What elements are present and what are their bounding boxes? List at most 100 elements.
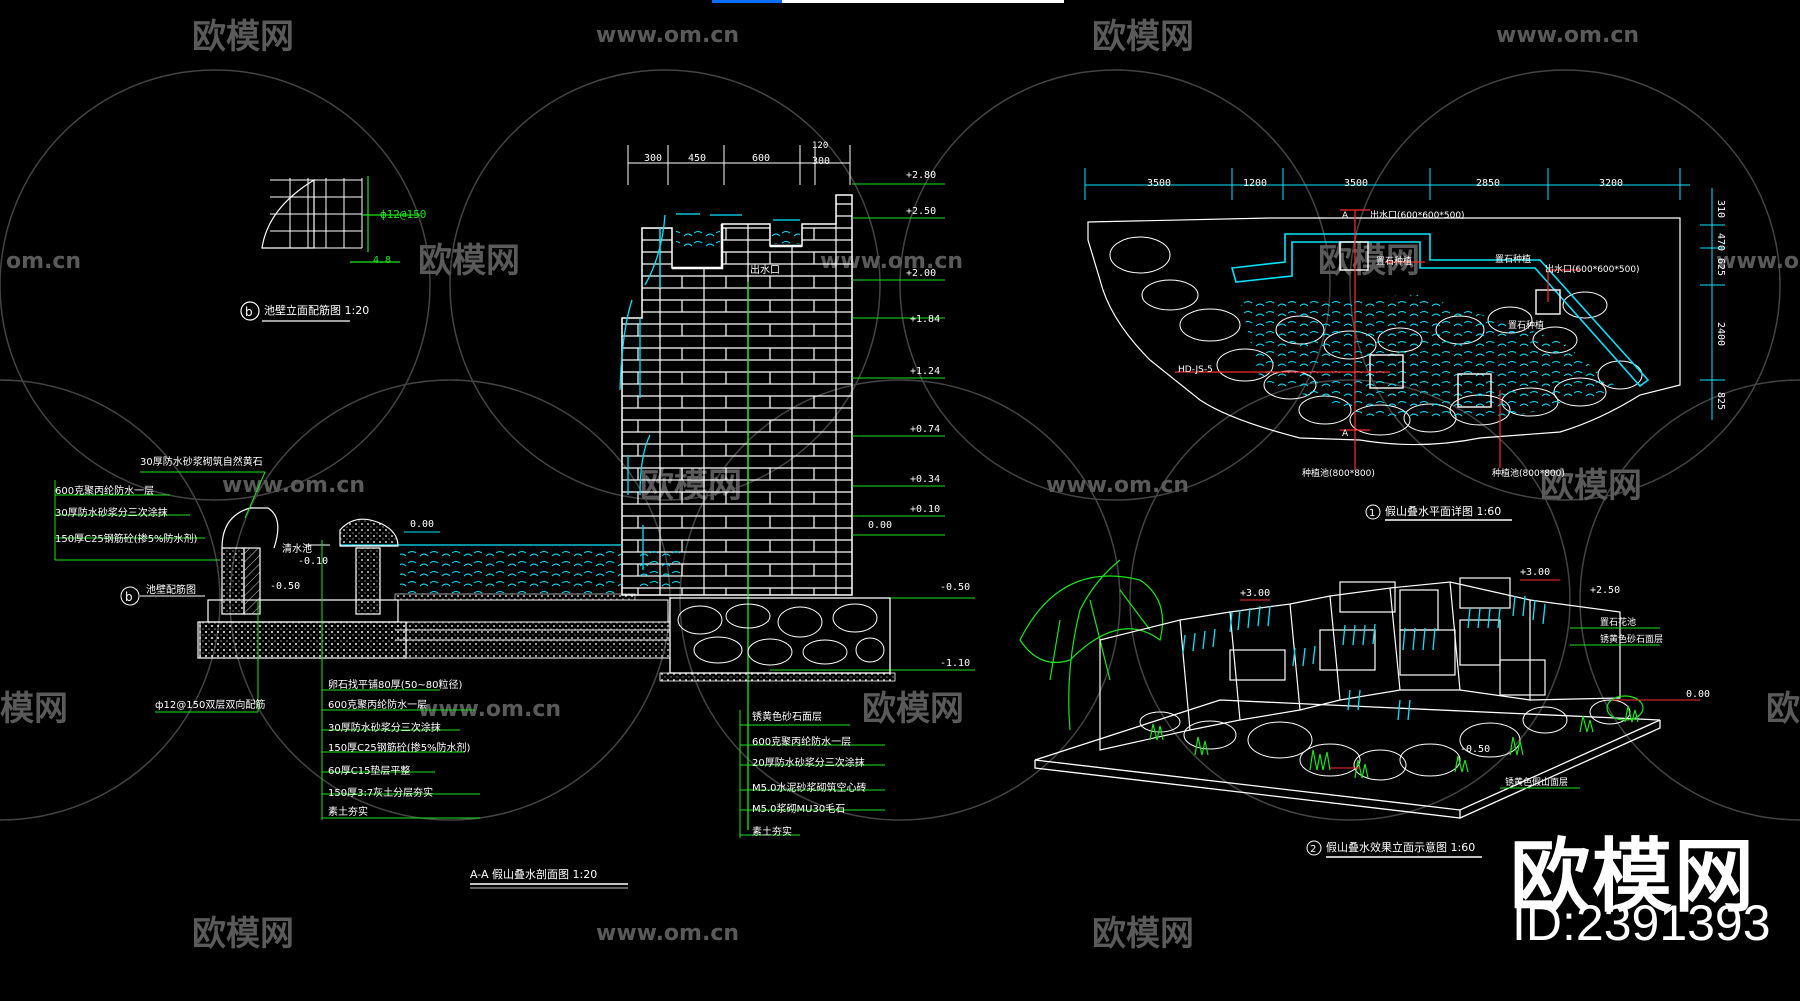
dim-label: 450 xyxy=(688,153,706,164)
persp-label: 锈黄色砂石面层 xyxy=(1600,633,1663,645)
dim-label: 120 xyxy=(812,141,828,151)
base-note: 素土夯实 xyxy=(328,805,368,818)
plan-section-a: A xyxy=(1342,211,1349,221)
section-aa-title: A-A 假山叠水剖面图 1:20 xyxy=(470,867,597,881)
watermark-partial-brand: 模网 xyxy=(0,689,68,729)
rock-note: M5.0浆砌MU30毛石 xyxy=(752,802,845,815)
loading-progress-fill xyxy=(712,0,782,3)
watermark-brand: 欧模网 xyxy=(1766,689,1800,729)
watermark-url: www.om.cn xyxy=(596,23,739,48)
elevation-label: +0.10 xyxy=(910,504,940,515)
plan-label-rock: 置石种植 xyxy=(1495,253,1531,265)
plan-dim: 2850 xyxy=(1476,178,1500,189)
elevation-label: +2.80 xyxy=(906,170,936,181)
watermark-brand: 欧模网 xyxy=(1092,17,1194,57)
outlet-label: 出水口 xyxy=(750,263,780,276)
watermark-brand: 欧模网 xyxy=(1318,241,1420,281)
watermark-brand: 欧模网 xyxy=(192,914,294,954)
wall-note: 600克聚丙纶防水一层 xyxy=(55,484,154,497)
plan-dim: 2400 xyxy=(1715,322,1726,346)
plan-label-rock: 置石种植 xyxy=(1508,319,1544,331)
plan-dim: 3500 xyxy=(1344,178,1368,189)
plan-dim: 625 xyxy=(1715,258,1726,276)
watermark-brand: 欧模网 xyxy=(192,17,294,57)
wall-note: 150厚C25钢筋砼(掺5%防水剂) xyxy=(55,532,198,545)
elevation-label: +0.34 xyxy=(910,474,940,485)
plan-section-a: A xyxy=(1342,429,1349,439)
loading-progress-bar xyxy=(712,0,1064,3)
base-note: 60厚C15垫层平整 xyxy=(328,764,410,777)
persp-title: 假山叠水效果立面示意图 1:60 xyxy=(1326,840,1475,854)
section-detail-marker: b xyxy=(125,590,133,604)
watermark-url: www.om.cn xyxy=(1046,473,1189,498)
elevation-label: +0.74 xyxy=(910,424,940,435)
wall-note: 30厚防水砂浆砌筑自然黄石 xyxy=(140,455,263,468)
rebar-note: ф12@150双层双向配筋 xyxy=(155,698,265,711)
plan-label-rock: 置石种植 xyxy=(1376,255,1412,267)
plan-marker: 1 xyxy=(1369,508,1375,519)
watermark-brand: 欧模网 xyxy=(862,689,964,729)
pool-water-level: 0.00 xyxy=(410,519,434,530)
dim-label: 300 xyxy=(644,153,662,164)
elevation-label: +1.84 xyxy=(910,314,940,325)
brand-mark-id: ID:2391393 xyxy=(1512,895,1771,951)
persp-elevation: +3.00 xyxy=(1520,567,1550,578)
detail-b-rebar-label: ф12@150 xyxy=(380,208,426,221)
watermark-url: www.om.cn xyxy=(596,921,739,946)
rock-note: M5.0水泥砂浆砌筑空心砖 xyxy=(752,781,867,794)
plan-label-ref: HD-JS-5 xyxy=(1178,365,1213,375)
persp-marker: 2 xyxy=(1310,844,1316,855)
persp-elevation: -0.50 xyxy=(1460,744,1490,755)
persp-label: 置石花池 xyxy=(1600,616,1636,628)
persp-elevation: +3.00 xyxy=(1240,588,1270,599)
detail-b-elevation xyxy=(240,176,420,322)
section-detail-label: 池壁配筋图 xyxy=(146,583,196,596)
brand-mark-title: 欧模网 xyxy=(1510,830,1756,923)
plan-label-outlet: 出水口(600*600*500) xyxy=(1370,209,1465,221)
pool-water-name: 清水池 xyxy=(282,542,312,555)
persp-label: 锈黄色假山面层 xyxy=(1505,776,1568,788)
dim-label: 600 xyxy=(752,153,770,164)
base-note: 150厚3:7灰土分层夯实 xyxy=(328,786,433,799)
watermark-url: www.om.cn xyxy=(1496,23,1639,48)
watermark-url: www.om.cn xyxy=(1716,249,1800,274)
elevation-label: 0.00 xyxy=(868,520,892,531)
section-aa: 300 450 600 120 300 出水口 xyxy=(54,141,975,889)
plan-title: 假山叠水平面详图 1:60 xyxy=(1385,504,1501,518)
plan-label-plantbox: 种植池(800*800) xyxy=(1492,467,1565,479)
base-note: 30厚防水砂浆分三次涂抹 xyxy=(328,721,441,734)
detail-b-dim: 4.8 xyxy=(373,255,391,266)
plan-dim: 3500 xyxy=(1147,178,1171,189)
elevation-label: -0.50 xyxy=(940,582,970,593)
rock-note: 锈黄色砂石面层 xyxy=(752,710,822,723)
persp-elevation: 0.00 xyxy=(1686,689,1710,700)
wall-note: 30厚防水砂浆分三次涂抹 xyxy=(55,506,168,519)
base-note: 卵石找平铺80厚(50~80粒径) xyxy=(328,678,462,691)
base-note: 150厚C25钢筋砼(掺5%防水剂) xyxy=(328,741,471,754)
perspective-view: +3.00 +3.00 +2.50 0.00 -0.50 置石花池 锈黄色砂石面… xyxy=(1019,559,1710,858)
base-note: 600克聚丙纶防水一层 xyxy=(328,698,427,711)
watermark-url: www.om.cn xyxy=(222,473,365,498)
dim-label: 300 xyxy=(812,156,830,167)
elevation-label: +2.00 xyxy=(906,268,936,279)
plan-dim: 1200 xyxy=(1243,178,1267,189)
elevation-label: +1.24 xyxy=(910,366,940,377)
watermark-brand: 欧模网 xyxy=(1540,466,1642,506)
rock-note: 20厚防水砂浆分三次涂抹 xyxy=(752,756,865,769)
watermark-partial-url: om.cn xyxy=(6,249,81,274)
pool-depth-b: -0.50 xyxy=(270,581,300,592)
detail-b-marker: b xyxy=(245,305,253,319)
elevation-label: -1.10 xyxy=(940,658,970,669)
plan-view: 3500 1200 3500 2850 3200 310 470 625 240… xyxy=(1084,168,1726,521)
plan-dim: 825 xyxy=(1715,392,1726,410)
rock-note: 600克聚丙纶防水一层 xyxy=(752,735,851,748)
persp-elevation: +2.50 xyxy=(1590,585,1620,596)
watermark-brand: 欧模网 xyxy=(1092,914,1194,954)
rock-note: 素土夯实 xyxy=(752,825,792,838)
plan-dim: 3200 xyxy=(1599,178,1623,189)
pool-depth-a: -0.10 xyxy=(298,556,328,567)
plan-label-plantbox: 种植池(800*800) xyxy=(1302,467,1375,479)
watermark-brand: 欧模网 xyxy=(418,241,520,281)
